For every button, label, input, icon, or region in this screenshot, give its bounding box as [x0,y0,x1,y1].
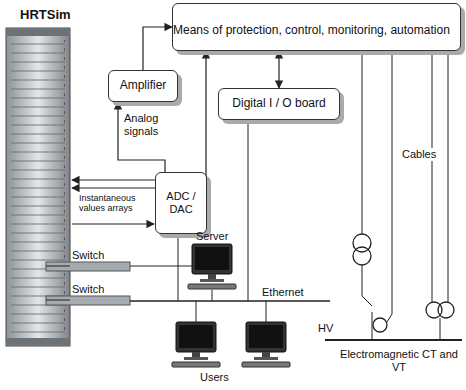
module-box: Digital I / O board [218,88,340,120]
diagram-label: Electromagnetic CT and VT [336,348,462,373]
diagram-label: Switch [72,249,104,262]
diagram-label: Analog signals [124,112,174,137]
diagram-label: Users [200,371,229,384]
diagram-label: HV [318,322,333,335]
diagram-label: Server [196,230,228,243]
box-label: Amplifier [120,79,167,93]
diagram-label: HRTSim [20,8,71,23]
module-box: ADC / DAC [155,172,207,234]
module-box: Amplifier [108,70,178,102]
diagram-label: Cables [400,148,438,161]
signal-connector [143,27,172,70]
box-label: Digital I / O board [232,97,325,111]
diagram-label: Ethernet [262,286,304,299]
box-label: ADC / DAC [156,190,206,215]
signal-connector [278,51,279,88]
diagram-label: Instantaneous values arrays [79,193,153,214]
box-label: Means of protection, control, monitoring… [173,24,450,38]
diagram-label: Switch [72,283,104,296]
system-box: Means of protection, control, monitoring… [172,3,461,51]
signal-connector [206,51,207,192]
